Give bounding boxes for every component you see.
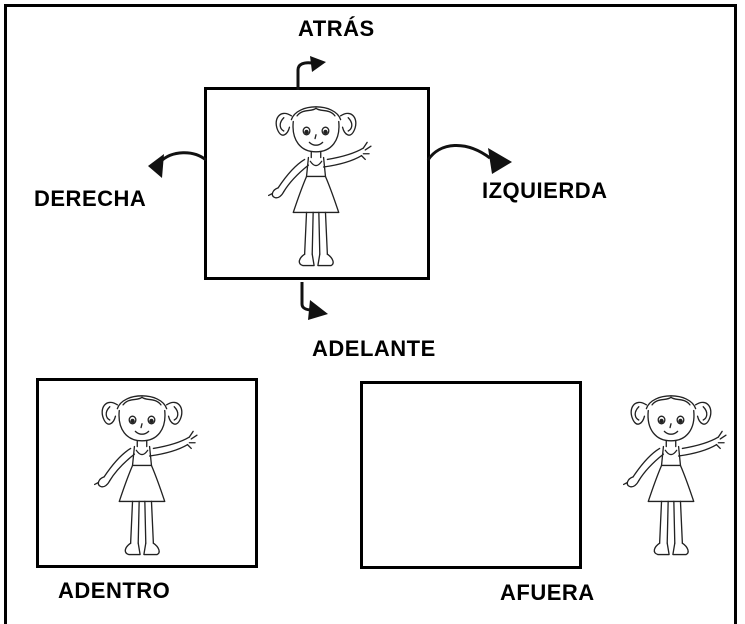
outside-box: [360, 381, 582, 569]
label-inside: ADENTRO: [58, 578, 171, 603]
arrow-up-icon: [296, 56, 326, 90]
label-outside: AFUERA: [500, 580, 595, 605]
arrow-down-icon: [300, 282, 328, 320]
label-right: DERECHA: [34, 186, 147, 211]
arrow-left-icon: [148, 151, 207, 178]
worksheet-frame: [4, 4, 737, 624]
label-left: IZQUIERDA: [482, 178, 608, 203]
direction-box: [204, 87, 430, 280]
label-back: ATRÁS: [298, 16, 375, 41]
girl-illustration-center: [246, 95, 386, 275]
label-front: ADELANTE: [312, 336, 436, 361]
inside-box: [36, 378, 258, 568]
girl-illustration-inside: [62, 384, 222, 564]
arrow-right-icon: [426, 144, 512, 174]
girl-illustration-outside: [596, 384, 745, 564]
